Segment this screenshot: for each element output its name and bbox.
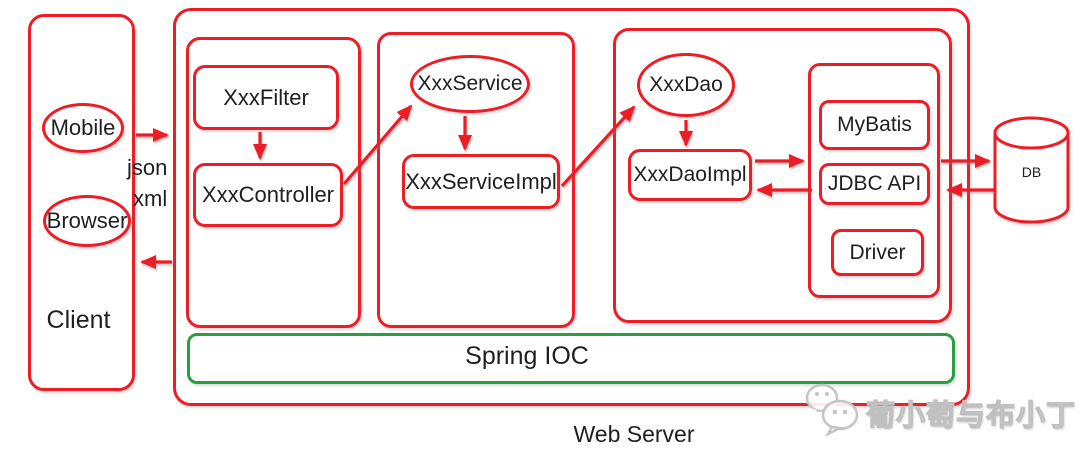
spring-ioc-box [187, 333, 955, 384]
controller-label: XxxController [201, 182, 335, 207]
wechat-icon [805, 383, 859, 437]
web-server-box [173, 8, 970, 406]
driver-label: Driver [849, 240, 906, 264]
orm-stack-box [808, 63, 940, 298]
controller-layer-box [186, 37, 361, 328]
mobile-label: Mobile [50, 115, 116, 140]
client-box [28, 14, 135, 391]
controller-node: XxxController [193, 163, 343, 227]
dao-impl-label: XxxDaoImpl [633, 163, 747, 186]
service-impl-label: XxxServiceImpl [405, 168, 557, 194]
mybatis-label: MyBatis [837, 113, 912, 136]
filter-label: XxxFilter [223, 84, 309, 110]
service-node: XxxService [410, 55, 530, 113]
service-layer-box [377, 32, 575, 328]
spring-ioc-label: Spring IOC [465, 342, 589, 370]
dao-node: XxxDao [637, 53, 735, 117]
browser-node: Browser [43, 195, 131, 247]
browser-label: Browser [46, 208, 128, 233]
watermark-text: 葡小萄与布小丁 [865, 399, 1077, 432]
web-server-label: Web Server [573, 421, 695, 447]
arrow-serviceimpl-to-dao [560, 105, 636, 188]
service-label: XxxService [417, 72, 523, 95]
service-impl-node: XxxServiceImpl [402, 154, 560, 209]
xml-label: xml [133, 186, 168, 211]
dao-label: XxxDao [649, 73, 723, 96]
mybatis-node: MyBatis [819, 100, 930, 150]
driver-node: Driver [831, 229, 924, 276]
mobile-node: Mobile [42, 103, 124, 153]
db-label: DB [1021, 164, 1042, 180]
json-label: json [127, 155, 168, 180]
jdbc-api-label: JDBC API [827, 172, 922, 195]
dao-impl-node: XxxDaoImpl [628, 149, 752, 201]
jdbc-api-node: JDBC API [819, 163, 930, 205]
arrow-controller-to-service [342, 104, 413, 186]
filter-node: XxxFilter [193, 65, 339, 130]
dao-layer-box [613, 28, 952, 323]
client-label: Client [46, 306, 111, 334]
